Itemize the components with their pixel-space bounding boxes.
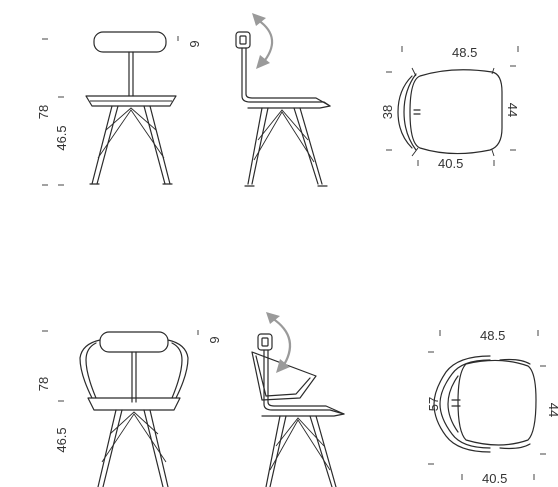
armchair-top-view: 48.5 57 44 40.5 xyxy=(426,328,558,486)
armchair-top-width-label: 48.5 xyxy=(480,328,505,343)
chair-top-width-bottom-label: 40.5 xyxy=(438,156,463,171)
chair-side-leg-back xyxy=(293,107,323,185)
armchair-height-seat-label: 46.5 xyxy=(54,427,69,452)
armchair-front-seat xyxy=(87,397,181,411)
chair-height-seat-label: 46.5 xyxy=(54,125,69,150)
armchair-front-arm-right xyxy=(167,339,189,399)
chair-front-seat xyxy=(85,95,177,107)
chair-top-view: 48.5 38 44 40.5 xyxy=(380,45,520,171)
armchair-top-depth-right-label: 44 xyxy=(546,403,558,417)
chair-front-backrest xyxy=(93,31,167,53)
armchair-front-arm-left xyxy=(79,339,101,399)
armchair-side-view xyxy=(251,312,345,487)
armchair-height-total-label: 78 xyxy=(36,377,51,391)
armchair-front-view: 78 46.5 6 xyxy=(36,330,222,487)
chair-height-total-label: 78 xyxy=(36,105,51,119)
chair-front-leg-left xyxy=(91,105,119,185)
armchair-top-width-bottom-label: 40.5 xyxy=(482,471,507,486)
chair-top-depth-right-label: 44 xyxy=(505,103,520,117)
chair-top-width-label: 48.5 xyxy=(452,45,477,60)
armchair-top-arm-outer xyxy=(433,355,491,453)
armchair-side-arm xyxy=(251,351,317,401)
chair-top-depth-left-label: 38 xyxy=(380,105,395,119)
chair-side-leg-front xyxy=(247,107,269,185)
chair-headrest-adjust-label: 6 xyxy=(187,40,202,47)
armchair-top-depth-left-label: 57 xyxy=(426,397,441,411)
chair-top-seat xyxy=(409,69,503,155)
armchair-headrest-rotate-arrow xyxy=(271,317,292,369)
chair-side-view xyxy=(235,13,331,187)
armchair-headrest-adjust-label: 6 xyxy=(207,336,222,343)
chair-front-view: 78 46.5 6 xyxy=(36,31,202,186)
armchair-front-backrest xyxy=(99,331,169,353)
chair-front-leg-right xyxy=(143,105,171,185)
armchair-top-seat xyxy=(457,359,537,446)
